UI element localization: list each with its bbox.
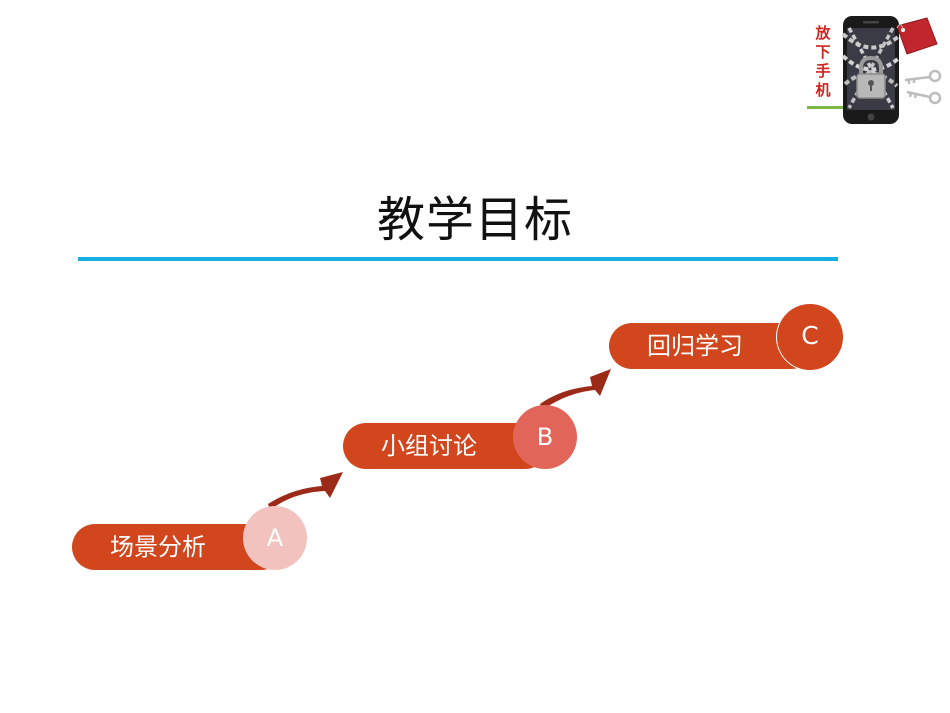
step-badge-a: A xyxy=(243,506,307,570)
step-label: 场景分析 xyxy=(110,533,206,561)
step-badge-b: B xyxy=(513,405,577,469)
step-label: 小组讨论 xyxy=(381,432,477,460)
title-divider xyxy=(78,257,838,261)
step-badge-c: C xyxy=(777,304,843,370)
arrow-a-to-b xyxy=(268,472,343,510)
arrow-b-to-c xyxy=(540,369,611,410)
page-title: 教学目标 xyxy=(376,192,573,248)
logo-underline xyxy=(807,106,843,109)
logo-text: 放下手机 xyxy=(815,24,831,99)
step-label: 回归学习 xyxy=(647,332,743,360)
locked-phone-icon xyxy=(841,16,942,124)
